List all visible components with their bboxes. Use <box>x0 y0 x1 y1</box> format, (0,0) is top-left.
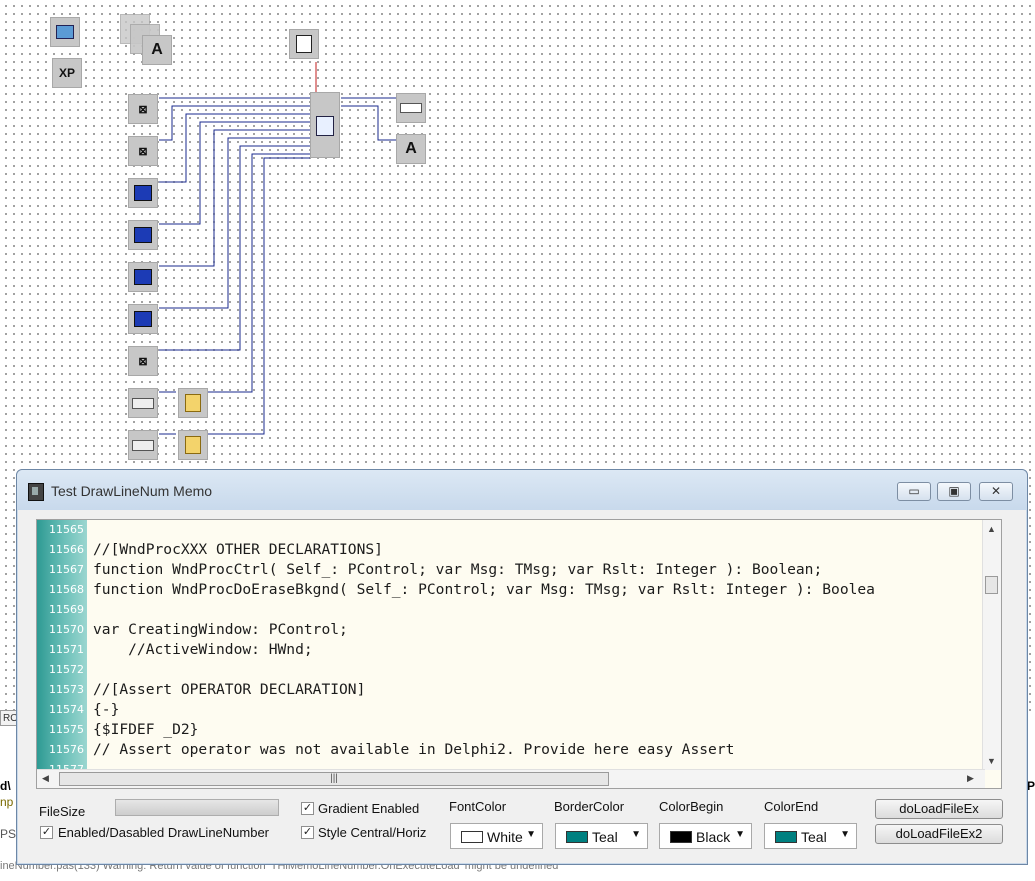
close-x-icon[interactable]: ⊠ <box>128 136 158 166</box>
code-line: //[WndProcXXX OTHER DECLARATIONS] <box>93 540 383 560</box>
code-line: function WndProcCtrl( Self_: PControl; v… <box>93 560 822 580</box>
color-swatch <box>670 831 692 843</box>
form-window-icon[interactable] <box>50 17 80 47</box>
color-begin-select[interactable]: Black ▼ <box>659 823 752 849</box>
test-window: Test DrawLineNum Memo ▭ ▣ ✕ 1156511566 //… <box>16 469 1028 865</box>
horizontal-scrollbar[interactable]: ◀ ||| ▶ <box>37 769 985 788</box>
close-button[interactable]: ✕ <box>979 482 1013 501</box>
line-number: 11566 <box>37 540 84 560</box>
line-number: 11576 <box>37 740 84 760</box>
color-swatch <box>566 831 588 843</box>
chevron-down-icon: ▼ <box>840 829 850 840</box>
code-line: {$IFDEF _D2} <box>93 720 198 740</box>
color-swatch <box>461 831 483 843</box>
label-stack-icon[interactable]: A <box>142 35 172 65</box>
app-icon <box>28 483 44 501</box>
chevron-down-icon: ▼ <box>526 829 536 840</box>
border-color-select[interactable]: Teal ▼ <box>555 823 648 849</box>
window-title: Test DrawLineNum Memo <box>51 483 212 499</box>
xp-manifest-icon[interactable]: XP <box>52 58 82 88</box>
color-end-select[interactable]: Teal ▼ <box>764 823 857 849</box>
ok-button-icon[interactable] <box>128 388 158 418</box>
color-end-value: Teal <box>801 829 827 845</box>
load-file-ex2-button[interactable]: doLoadFileEx2 <box>875 824 1003 844</box>
scroll-down-arrow-icon[interactable]: ▼ <box>987 756 996 766</box>
filesize-progress-bar <box>115 799 279 816</box>
line-number: 11568 <box>37 580 84 600</box>
font-color-label: FontColor <box>449 799 506 814</box>
ok-button-icon[interactable] <box>128 430 158 460</box>
vertical-scrollbar[interactable]: ▲ ▼ <box>982 520 1001 770</box>
vertical-scroll-thumb[interactable] <box>985 576 998 594</box>
line-number: 11574 <box>37 700 84 720</box>
open-file-icon[interactable] <box>178 388 208 418</box>
font-color-value: White <box>487 829 523 845</box>
background-text: Pr <box>1027 779 1035 793</box>
label-icon[interactable]: A <box>396 134 426 164</box>
font-color-select[interactable]: White ▼ <box>450 823 543 849</box>
code-line: //ActiveWindow: HWnd; <box>93 640 313 660</box>
edit-field-icon[interactable] <box>396 93 426 123</box>
code-line: function WndProcDoEraseBkgnd( Self_: PCo… <box>93 580 875 600</box>
enabled-draw-label: Enabled/Dasabled DrawLineNumber <box>58 825 269 840</box>
line-number: 11570 <box>37 620 84 640</box>
style-label: Style Central/Horiz <box>318 825 426 840</box>
memo-icon[interactable] <box>289 29 319 59</box>
color-combo-icon[interactable] <box>128 178 158 208</box>
gradient-checkbox[interactable]: ✓ <box>301 802 314 815</box>
line-number: 11569 <box>37 600 84 620</box>
color-combo-icon[interactable] <box>128 262 158 292</box>
scroll-right-arrow-icon[interactable]: ▶ <box>967 773 974 784</box>
color-combo-icon[interactable] <box>128 220 158 250</box>
border-color-value: Teal <box>592 829 618 845</box>
line-number: 11575 <box>37 720 84 740</box>
chevron-down-icon: ▼ <box>631 829 641 840</box>
scroll-left-arrow-icon[interactable]: ◀ <box>42 773 49 784</box>
scroll-up-arrow-icon[interactable]: ▲ <box>987 524 996 534</box>
close-x-icon[interactable]: ⊠ <box>128 94 158 124</box>
border-color-label: BorderColor <box>554 799 624 814</box>
filesize-label: FileSize <box>39 804 85 819</box>
gradient-label: Gradient Enabled <box>318 801 419 816</box>
line-number: 11573 <box>37 680 84 700</box>
background-text: PS <box>0 827 16 841</box>
code-line: // Assert operator was not available in … <box>93 740 734 760</box>
open-file-icon[interactable] <box>178 430 208 460</box>
memo-line-number-icon[interactable] <box>310 92 340 158</box>
color-begin-label: ColorBegin <box>659 799 723 814</box>
chevron-down-icon: ▼ <box>735 829 745 840</box>
background-text: d\ <box>0 779 11 793</box>
close-x-icon[interactable]: ⊠ <box>128 346 158 376</box>
style-checkbox[interactable]: ✓ <box>301 826 314 839</box>
code-line: {-} <box>93 700 119 720</box>
line-number: 11572 <box>37 660 84 680</box>
line-number: 11565 <box>37 520 84 540</box>
enabled-draw-checkbox[interactable]: ✓ <box>40 826 53 839</box>
load-file-button[interactable]: doLoadFileEx <box>875 799 1003 819</box>
line-number: 11571 <box>37 640 84 660</box>
color-begin-value: Black <box>696 829 730 845</box>
color-end-label: ColorEnd <box>764 799 818 814</box>
color-swatch <box>775 831 797 843</box>
code-line: //[Assert OPERATOR DECLARATION] <box>93 680 365 700</box>
maximize-button[interactable]: ▣ <box>937 482 971 501</box>
code-line: var CreatingWindow: PControl; <box>93 620 348 640</box>
line-number: 11567 <box>37 560 84 580</box>
color-combo-icon[interactable] <box>128 304 158 334</box>
horizontal-scroll-thumb[interactable]: ||| <box>59 772 609 786</box>
minimize-button[interactable]: ▭ <box>897 482 931 501</box>
line-number-memo[interactable]: 1156511566 //[WndProcXXX OTHER DECLARATIO… <box>36 519 1002 789</box>
title-bar[interactable]: Test DrawLineNum Memo ▭ ▣ ✕ <box>17 470 1027 510</box>
background-text: np <box>0 795 13 809</box>
